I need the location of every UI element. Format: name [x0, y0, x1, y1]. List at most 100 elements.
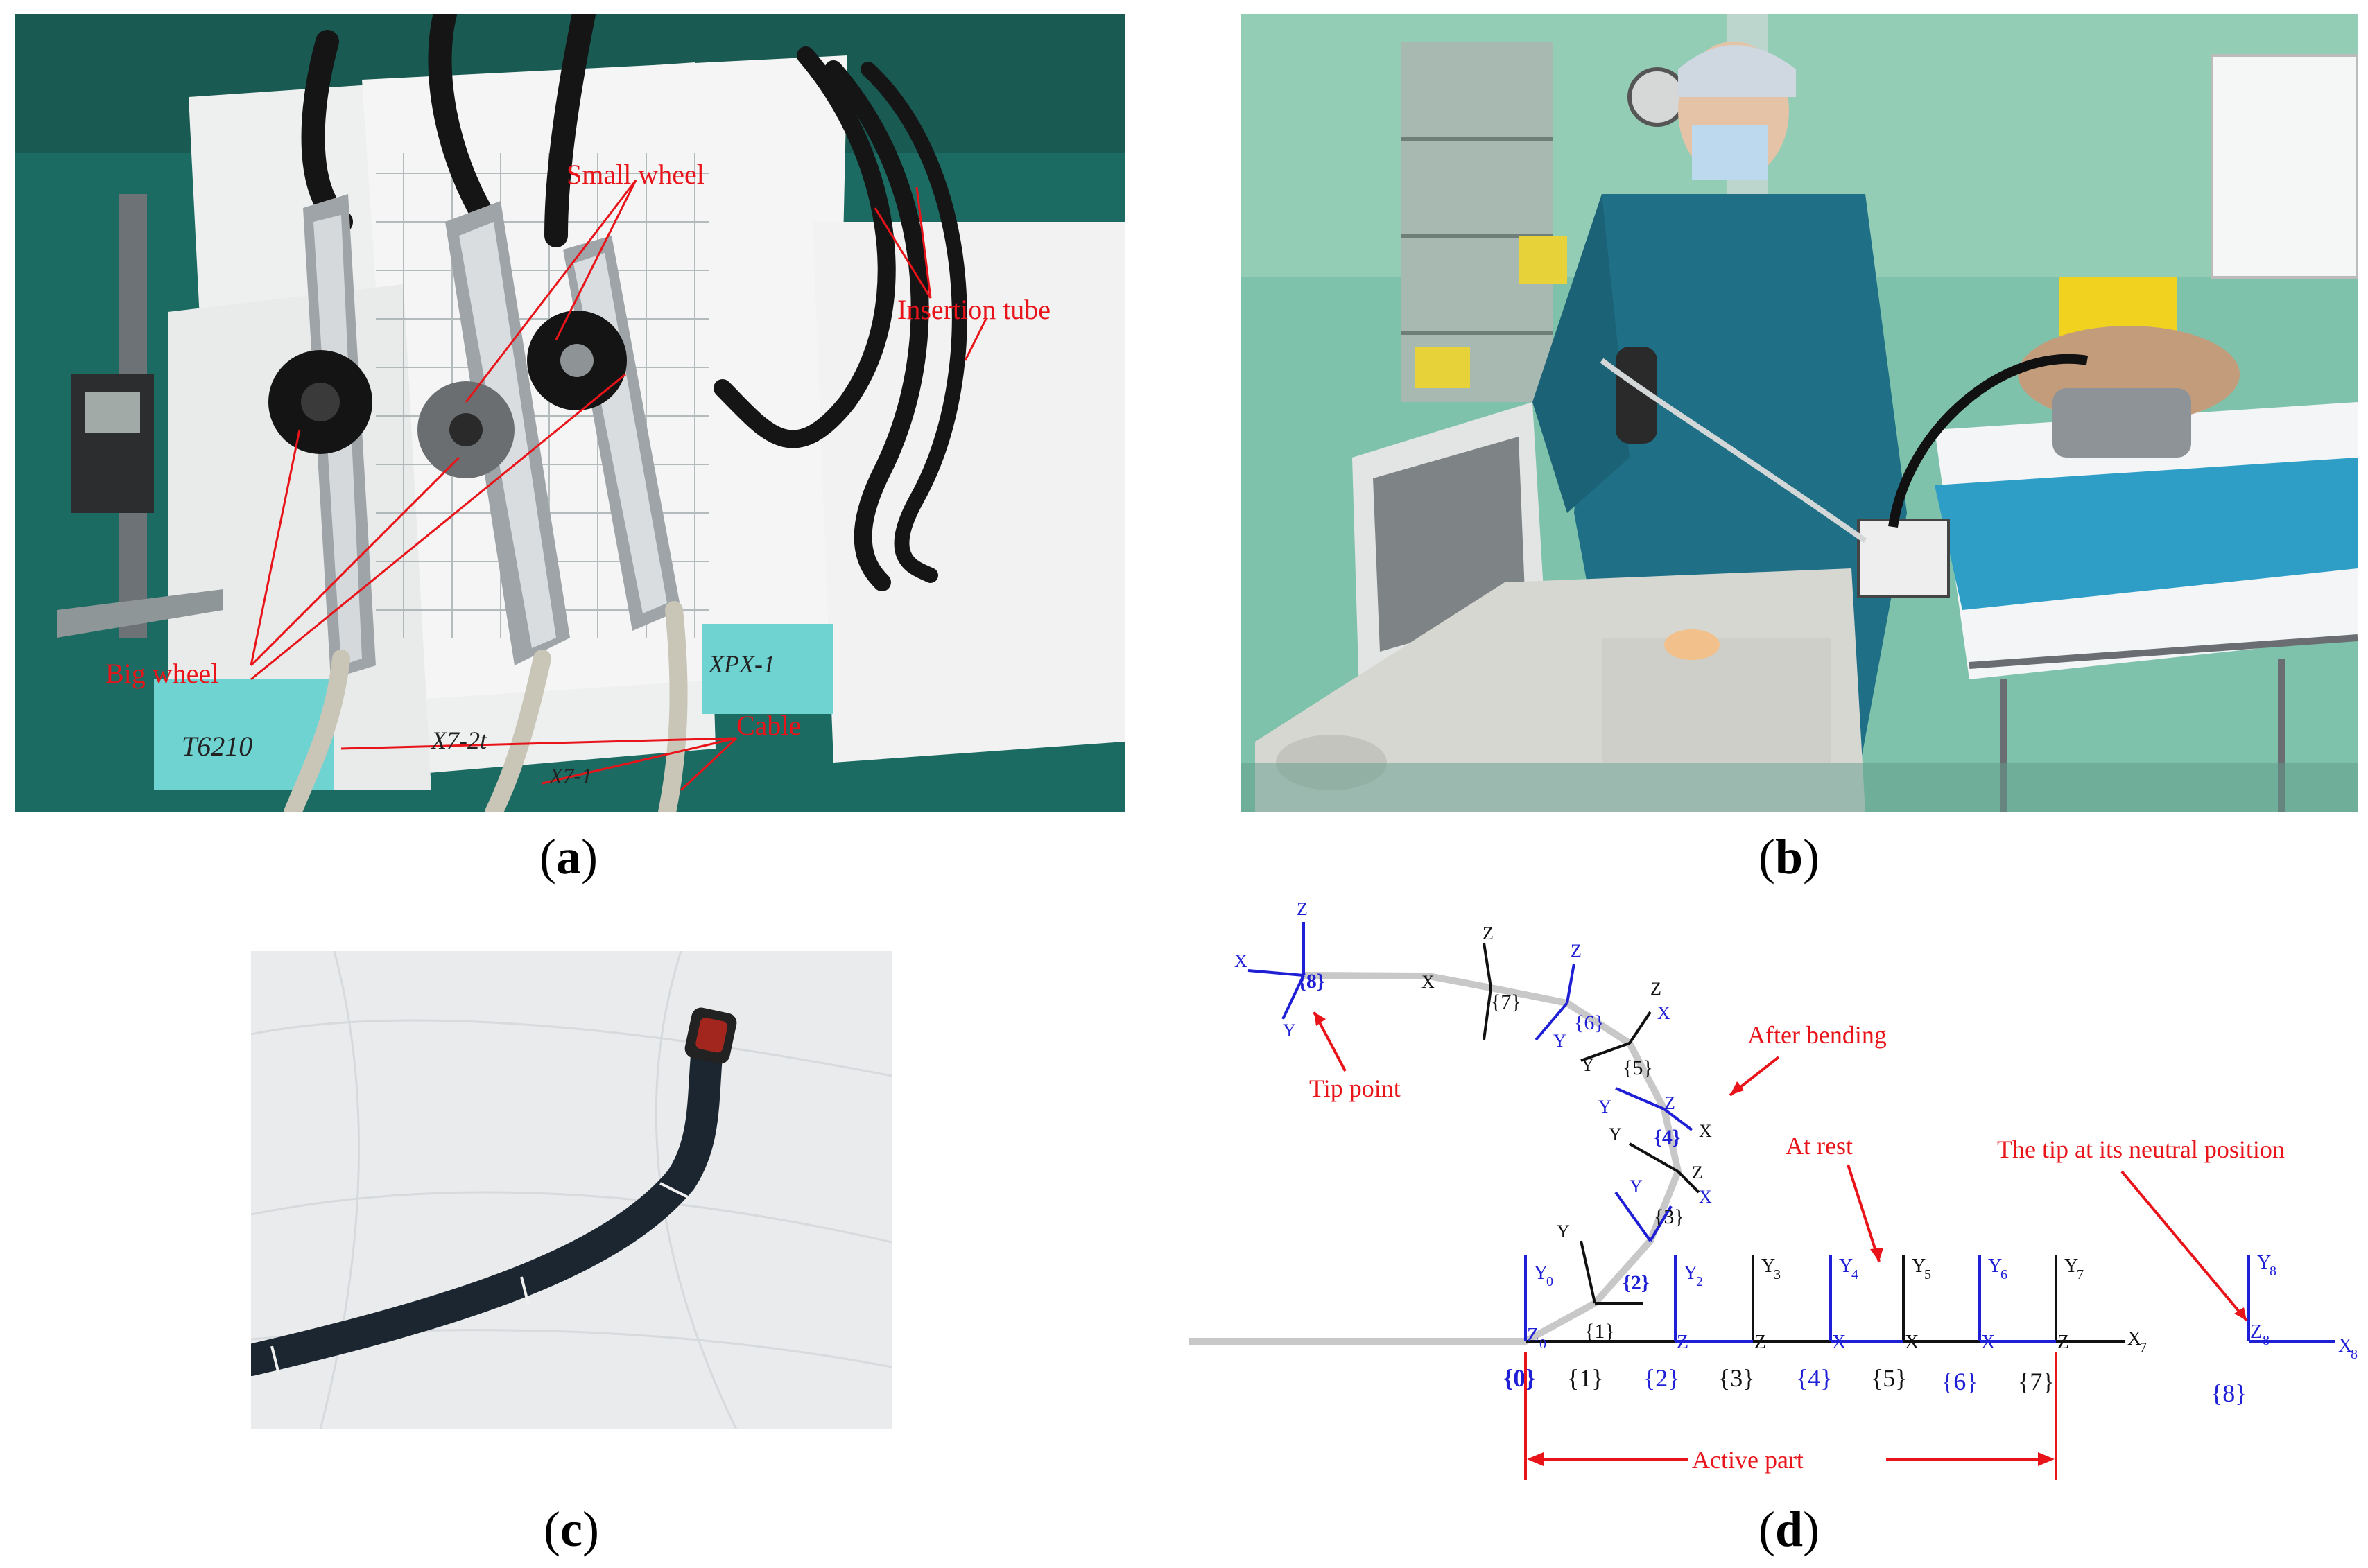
svg-text:8: 8 — [2351, 1347, 2358, 1362]
svg-text:Y: Y — [1912, 1255, 1926, 1277]
caption-d: (d) — [1758, 1501, 1820, 1557]
svg-text:Z: Z — [1483, 923, 1494, 943]
svg-text:X: X — [1657, 1003, 1670, 1023]
bent-frame-axes — [1247, 922, 1700, 1305]
svg-text:X: X — [1699, 1187, 1712, 1207]
bent-backbone — [1189, 972, 1682, 1345]
panel-a-leader-lines — [250, 180, 987, 792]
label-cable: Cable — [736, 710, 801, 741]
svg-text:Y: Y — [1283, 1020, 1296, 1040]
svg-text:Y: Y — [1553, 1031, 1566, 1051]
svg-text:X: X — [1832, 1332, 1846, 1353]
svg-text:8: 8 — [2263, 1333, 2270, 1348]
frame-5: {5} — [1871, 1364, 1908, 1392]
svg-text:{3}: {3} — [1654, 1205, 1684, 1228]
annotation-at-rest: At rest — [1786, 1132, 1853, 1160]
bent-tip-illustration — [251, 951, 892, 1429]
svg-text:X: X — [1981, 1332, 1995, 1353]
svg-text:X: X — [2338, 1335, 2352, 1357]
svg-text:X: X — [1699, 1121, 1712, 1141]
svg-text:3: 3 — [1774, 1267, 1781, 1282]
svg-text:Y: Y — [1988, 1255, 2002, 1277]
note-xpx1: XPX-1 — [707, 650, 775, 678]
svg-text:Y: Y — [1598, 1097, 1611, 1117]
label-big-wheel: Big wheel — [105, 658, 218, 689]
frame-6: {6} — [1942, 1368, 1978, 1395]
svg-text:Z: Z — [1692, 1162, 1703, 1183]
label-small-wheel: Small wheel — [567, 159, 705, 190]
scope-tube — [251, 1018, 725, 1376]
svg-text:{8}: {8} — [1298, 970, 1325, 993]
rest-frame-numbers: {0} {1} {2} {3} {4} {5} {6} {7} {8} — [1503, 1364, 2247, 1407]
panel-d-annotations: After bending Tip point At rest The tip … — [1309, 1011, 2285, 1480]
svg-text:{6}: {6} — [1574, 1011, 1605, 1034]
svg-text:4: 4 — [1851, 1267, 1858, 1282]
rest-frame-axes — [1524, 1255, 2057, 1343]
svg-text:Z: Z — [1650, 979, 1661, 999]
frame-8: {8} — [2211, 1379, 2247, 1407]
frame-2: {2} — [1643, 1364, 1680, 1392]
note-t6210: T6210 — [182, 731, 252, 762]
svg-text:Y: Y — [1609, 1124, 1622, 1144]
bent-frame-labels: {1} {2} {3} {4} {5} {6} {7} {8} Y Y Y Y … — [1234, 899, 1712, 1343]
svg-text:6: 6 — [2000, 1267, 2007, 1282]
svg-text:Y: Y — [1581, 1055, 1594, 1075]
svg-text:{7}: {7} — [1491, 991, 1521, 1013]
svg-text:Z: Z — [1527, 1325, 1539, 1346]
svg-text:Y: Y — [1534, 1262, 1548, 1284]
svg-text:{4}: {4} — [1654, 1126, 1681, 1149]
frame-1: {1} — [1567, 1364, 1604, 1392]
annotation-tip-neutral: The tip at its neutral position — [1997, 1135, 2285, 1163]
caption-b: (b) — [1758, 829, 1820, 885]
tip-lens — [695, 1018, 728, 1053]
svg-text:Z: Z — [2250, 1321, 2262, 1343]
caption-a: (a) — [539, 829, 598, 885]
label-insertion-tube: Insertion tube — [897, 294, 1051, 325]
svg-text:8: 8 — [2270, 1264, 2276, 1279]
endoscope-handles-illustration: Small wheel Insertion tube Big wheel Cab… — [15, 14, 1125, 812]
svg-text:X: X — [1234, 951, 1247, 971]
svg-text:Z: Z — [1754, 1332, 1766, 1353]
svg-text:{2}: {2} — [1623, 1271, 1650, 1294]
svg-text:{5}: {5} — [1623, 1056, 1653, 1079]
svg-text:Y: Y — [1684, 1262, 1697, 1284]
svg-text:0: 0 — [1546, 1274, 1553, 1289]
panel-b-photo — [1241, 14, 2358, 812]
svg-text:X: X — [1905, 1332, 1919, 1353]
annotation-active-part: Active part — [1692, 1446, 1804, 1474]
svg-text:Z: Z — [1664, 1093, 1675, 1113]
svg-text:X: X — [1421, 972, 1435, 992]
insertion-tubes — [301, 14, 967, 591]
neutral-tip-frame — [2247, 1255, 2335, 1343]
svg-text:Z: Z — [1297, 899, 1308, 919]
svg-text:Z: Z — [1677, 1332, 1688, 1353]
svg-text:7: 7 — [2140, 1340, 2147, 1355]
note-x71: X7-1 — [548, 763, 592, 788]
svg-text:7: 7 — [2077, 1267, 2084, 1282]
annotation-after-bending: After bending — [1747, 1021, 1887, 1049]
svg-text:Y: Y — [2257, 1252, 2271, 1273]
frame-7: {7} — [2018, 1368, 2055, 1395]
svg-text:2: 2 — [1696, 1274, 1703, 1289]
frame-4: {4} — [1796, 1364, 1833, 1392]
frame-0: {0} — [1503, 1364, 1535, 1392]
svg-text:{1}: {1} — [1584, 1320, 1615, 1343]
svg-text:5: 5 — [1924, 1267, 1931, 1282]
svg-text:Y: Y — [1761, 1255, 1775, 1277]
svg-text:Z: Z — [2057, 1332, 2069, 1353]
svg-text:Y: Y — [2064, 1255, 2078, 1277]
frame-3: {3} — [1718, 1364, 1755, 1392]
panel-a-photo: Small wheel Insertion tube Big wheel Cab… — [15, 14, 1125, 812]
svg-text:Y: Y — [1557, 1221, 1570, 1242]
svg-text:Y: Y — [1839, 1255, 1853, 1277]
control-wheels — [268, 311, 627, 478]
svg-text:X: X — [2127, 1328, 2141, 1350]
annotation-tip-point: Tip point — [1309, 1074, 1401, 1102]
svg-text:Z: Z — [1571, 941, 1582, 961]
svg-text:Y: Y — [1630, 1176, 1643, 1196]
svg-text:0: 0 — [1539, 1336, 1546, 1352]
note-x72t: X7-2t — [430, 726, 487, 754]
operating-room-illustration — [1241, 14, 2358, 812]
